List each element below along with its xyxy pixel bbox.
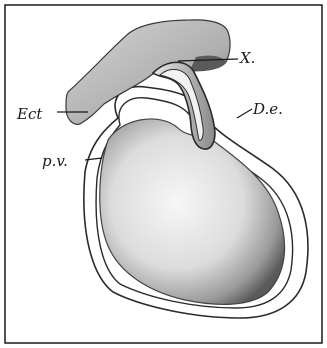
label-pv: p.v. xyxy=(42,152,68,170)
label-de: D.e. xyxy=(252,100,283,118)
leader-de xyxy=(237,109,252,118)
label-ect: Ect xyxy=(16,105,43,123)
label-x: X. xyxy=(239,49,255,67)
yolk-sac xyxy=(100,119,285,304)
